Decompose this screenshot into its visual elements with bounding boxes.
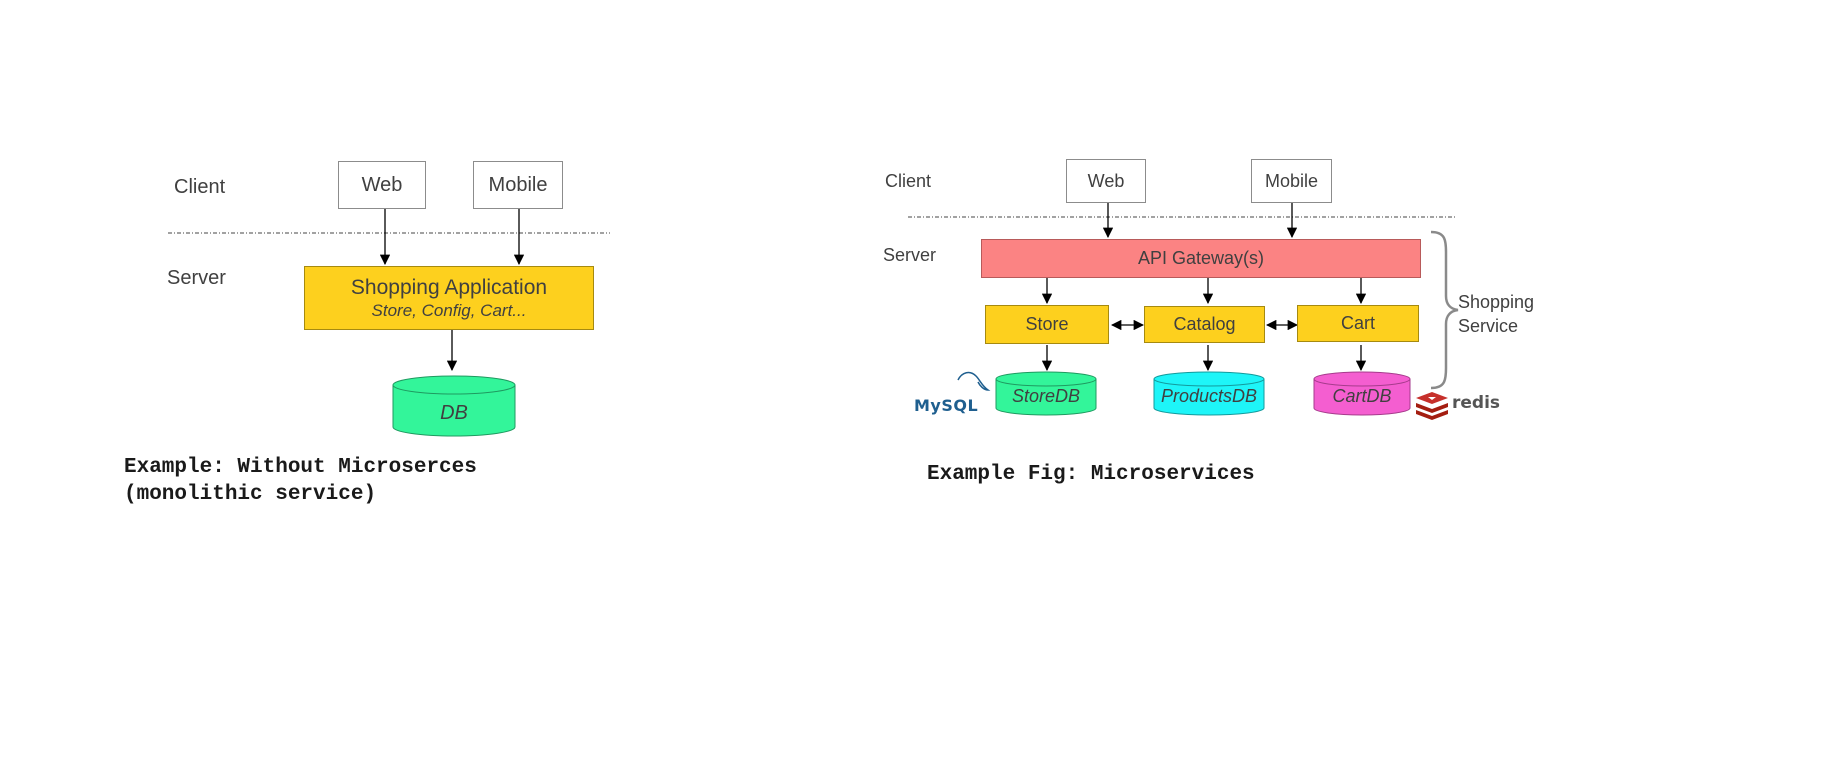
right-web-label: Web [1087,170,1125,191]
shopping-application-box: Shopping Application Store, Config, Cart… [304,266,594,330]
store-service-box: Store [985,305,1109,344]
shopping-service-line1: Shopping [1458,292,1535,312]
left-caption: Example: Without Microserces (monolithic… [124,454,477,508]
left-server-label: Server [167,267,226,289]
left-mobile-label: Mobile [488,173,548,196]
cart-service-box: Cart [1297,305,1419,342]
right-mobile-label: Mobile [1264,170,1319,191]
catalog-service-box: Catalog [1144,306,1265,343]
shopping-service-line2: Service [1458,316,1519,336]
store-service-label: Store [1025,314,1069,334]
products-db-label: ProductsDB [1160,386,1258,406]
left-caption-line2: (monolithic service) [124,483,377,506]
shopping-application-title: Shopping Application [350,275,548,299]
store-db-cylinder [995,371,1097,416]
right-web-box: Web [1066,159,1146,203]
products-db-cylinder [1153,371,1265,416]
mysql-logo: MySQL [914,396,978,415]
left-mobile-box: Mobile [473,161,563,209]
left-web-label: Web [361,173,403,196]
left-caption-line1: Example: Without Microserces [124,456,477,479]
left-web-box: Web [338,161,426,209]
right-server-label: Server [883,245,937,265]
shopping-service-label: Shopping Service [1458,290,1534,338]
store-db-label: StoreDB [1011,386,1081,406]
left-client-label: Client [174,176,226,198]
catalog-service-label: Catalog [1173,314,1236,334]
left-db-cylinder [392,375,516,437]
redis-logo: redis [1452,393,1500,413]
redis-logo-text: redis [1452,393,1501,413]
right-caption: Example Fig: Microservices [927,463,1255,486]
api-gateway-label: API Gateway(s) [1137,248,1265,268]
shopping-application-subtitle: Store, Config, Cart... [371,300,527,320]
right-client-label: Client [885,171,932,191]
left-db-label: DB [440,402,468,424]
right-mobile-box: Mobile [1251,159,1332,203]
mysql-logo-text: MySQL [914,396,979,415]
shopping-service-brace [1430,230,1459,390]
cart-db-cylinder [1313,371,1411,416]
cart-db-label: CartDB [1332,386,1392,406]
mysql-dolphin-icon [957,371,991,391]
redis-icon [1416,392,1448,420]
api-gateway-box: API Gateway(s) [981,239,1421,278]
cart-service-label: Cart [1340,313,1375,333]
